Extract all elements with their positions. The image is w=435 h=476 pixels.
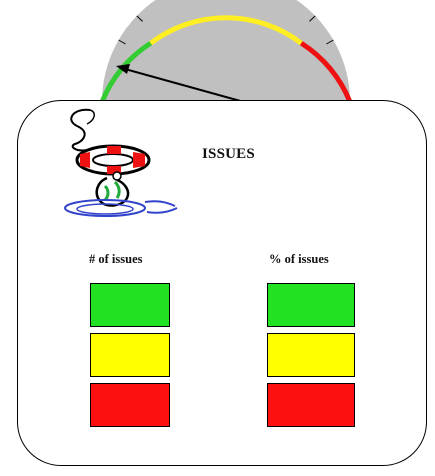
- issues-title: ISSUES: [202, 146, 255, 163]
- percent-of-issues-label: % of issues: [269, 252, 329, 267]
- percent-status-red: [267, 383, 355, 427]
- percent-status-yellow: [267, 333, 355, 377]
- count-status-yellow: [90, 333, 170, 377]
- count-status-red: [90, 383, 170, 427]
- percent-status-green: [267, 283, 355, 327]
- count-of-issues-label: # of issues: [89, 252, 142, 267]
- count-status-green: [90, 283, 170, 327]
- lifebuoy-rescue-icon: [35, 102, 185, 224]
